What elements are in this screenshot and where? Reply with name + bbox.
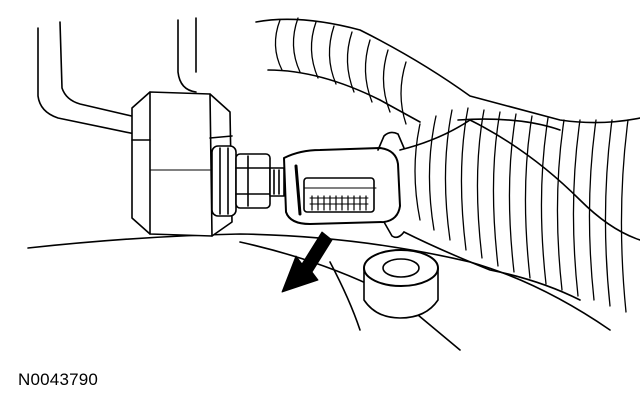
mounting-boss — [364, 250, 438, 318]
wiring-conduit — [256, 18, 640, 312]
figure-reference-id: N0043790 — [18, 370, 99, 389]
lower-curve-2 — [330, 262, 360, 330]
housing-outline — [38, 28, 210, 150]
housing-inner-line — [60, 22, 140, 118]
callout-arrow — [282, 232, 332, 292]
housing-top-edge — [178, 20, 196, 92]
adapter-nut — [212, 146, 284, 216]
electrical-connector — [284, 132, 404, 237]
ground-curve — [28, 234, 610, 330]
